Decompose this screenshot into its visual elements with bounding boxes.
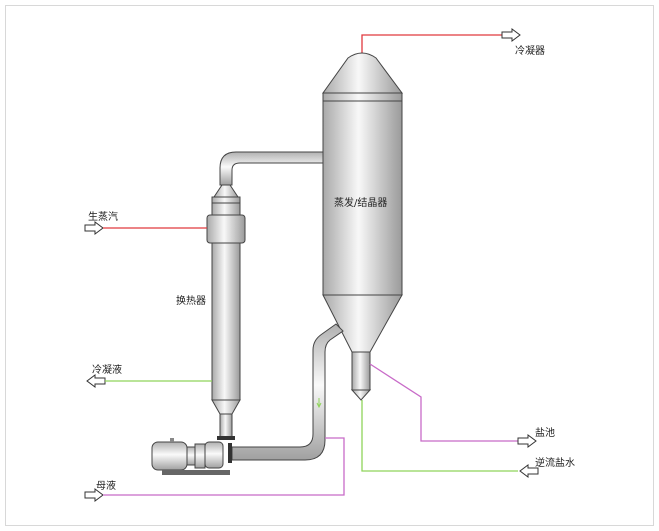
salt-pool-label: 盐池 — [535, 428, 555, 439]
mother-liquor-label: 母液 — [96, 481, 116, 492]
arrow-left-icon — [86, 374, 106, 388]
evaporator-label: 蒸发/结晶器 — [334, 198, 388, 209]
live-steam-label: 生蒸汽 — [88, 212, 118, 223]
arrow-left-icon — [519, 464, 539, 478]
evaporator-crystallizer — [322, 52, 403, 401]
diagram-frame — [5, 5, 654, 526]
condensate-line — [86, 374, 212, 388]
vapor-pipe — [219, 151, 324, 186]
heat-exchanger — [206, 184, 246, 440]
condenser-label: 冷凝器 — [515, 46, 545, 57]
live-steam-line — [84, 221, 207, 235]
counterflow-brine-line — [361, 400, 539, 478]
arrow-right-icon — [84, 488, 104, 502]
condensate-label: 冷凝液 — [92, 365, 122, 376]
arrow-right-icon — [84, 221, 104, 235]
vapor-line-to-condenser — [361, 28, 521, 54]
circulation-pump — [151, 438, 232, 475]
salt-pool-line — [369, 363, 537, 448]
counterflow-brine-label: 逆流盐水 — [535, 458, 575, 469]
circulation-pipe — [231, 323, 344, 461]
mother-liquor-line — [84, 437, 345, 502]
arrow-right-icon — [501, 28, 521, 42]
flow-arrow-icon — [316, 398, 322, 409]
heat-exchanger-label: 换热器 — [176, 296, 206, 307]
arrow-right-icon — [517, 434, 537, 448]
